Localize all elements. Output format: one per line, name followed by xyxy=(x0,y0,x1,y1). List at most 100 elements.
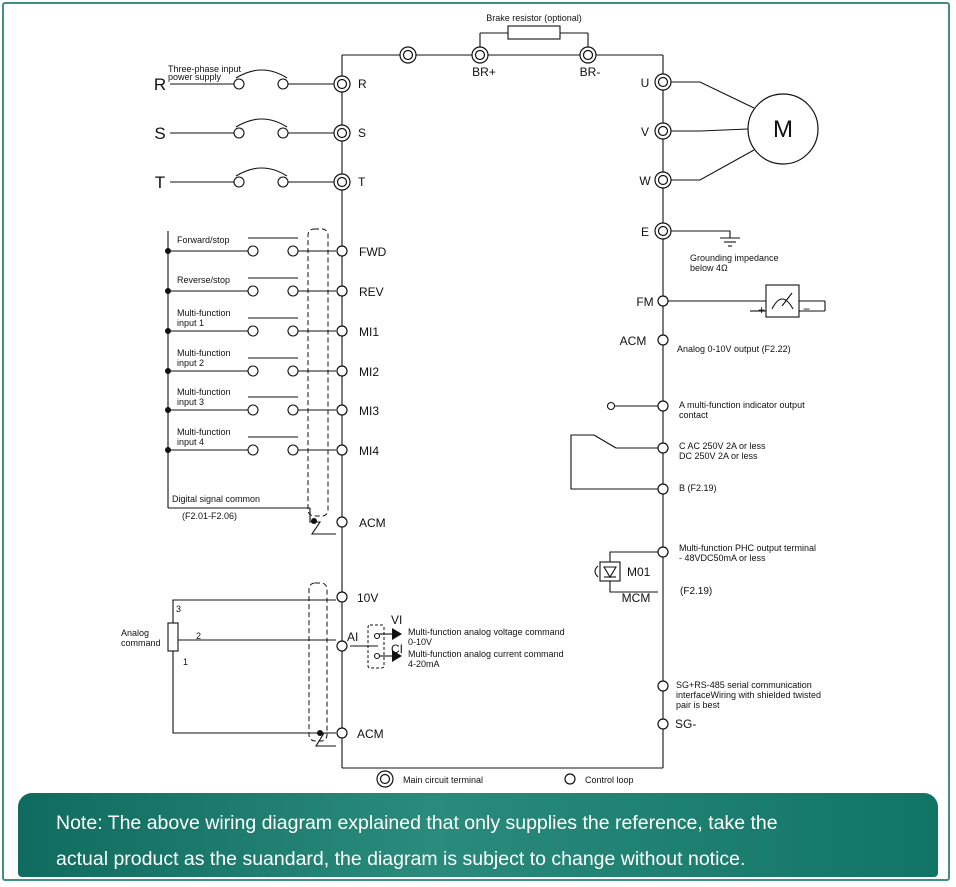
input-rev-label-line-1: Reverse/stop xyxy=(177,275,230,285)
terminal-br-plus xyxy=(471,46,489,64)
terminal-m01 xyxy=(657,546,669,558)
meter-symbol xyxy=(765,284,800,318)
brake-resistor-label: Brake resistor (optional) xyxy=(486,13,582,23)
terminal-u xyxy=(654,73,672,91)
terminal-relay-c xyxy=(657,442,669,454)
terminal-s-label: S xyxy=(358,126,366,140)
terminal-mi4 xyxy=(336,444,348,456)
legend-main-circuit-label: Main circuit terminal xyxy=(403,775,483,785)
terminal-fwd-label: FWD xyxy=(359,245,387,259)
input-mi3-label-line-2: input 3 xyxy=(177,397,204,407)
terminal-br-minus-label: BR- xyxy=(580,65,601,79)
meter-dial-arc xyxy=(771,298,794,310)
input-mi3-label-line-1: Multi-function xyxy=(177,387,231,397)
terminal-w-inner xyxy=(657,174,669,186)
analog-command-label-line-2: command xyxy=(121,638,161,648)
terminal-e-label: E xyxy=(641,225,649,239)
terminal-s xyxy=(333,124,351,142)
legend-control-loop-label: Control loop xyxy=(585,775,634,785)
terminal-acm-analog xyxy=(336,727,348,739)
motor-wire-w xyxy=(671,149,755,181)
terminal-t-inner xyxy=(336,176,348,188)
phase-s-breaker-contact-in xyxy=(233,127,245,139)
analog-common-node xyxy=(317,730,323,736)
terminal-br-minus xyxy=(579,46,597,64)
phc-photo-arc xyxy=(594,565,599,578)
terminal-relay-a xyxy=(657,400,669,412)
legend-main-circuit-symbol xyxy=(376,770,394,788)
phase-t-breaker-arc xyxy=(235,167,288,177)
main-terminal-dc-inner xyxy=(402,49,414,61)
relay-a-desc-line-2: contact xyxy=(679,410,709,420)
legend-control-loop-symbol xyxy=(564,773,576,785)
relay-a-desc-line-1: A multi-function indicator output xyxy=(679,400,805,410)
vi-ci-jumper-box xyxy=(367,624,385,669)
terminal-r-inner xyxy=(336,78,348,90)
terminal-br-plus-label: BR+ xyxy=(472,65,496,79)
terminal-acm-meter xyxy=(657,334,669,346)
terminal-fwd xyxy=(336,245,348,257)
meter-plus-label: + xyxy=(758,303,765,317)
terminal-mi1 xyxy=(336,325,348,337)
terminal-w xyxy=(654,171,672,189)
relay-c-desc-line-1: C AC 250V 2A or less xyxy=(679,441,766,451)
terminal-fm xyxy=(657,295,669,307)
input-mi2-contact-b xyxy=(287,365,299,377)
terminal-br-minus-inner xyxy=(582,49,594,61)
relay-blade xyxy=(593,434,617,449)
input-mi3-contact-b xyxy=(287,404,299,416)
input-rev-contact-b xyxy=(287,285,299,297)
main-terminal-dc xyxy=(399,46,417,64)
phase-r-breaker-arc xyxy=(235,69,288,79)
phc-wire-bottom xyxy=(609,581,658,593)
terminal-10v-label: 10V xyxy=(357,591,378,605)
terminal-w-label: W xyxy=(639,174,651,188)
phc-mcm-label: MCM xyxy=(622,591,651,605)
terminal-acm-meter-label: ACM xyxy=(620,334,647,348)
terminal-relay-b xyxy=(657,483,669,495)
phase-s-breaker-contact-out xyxy=(277,127,289,139)
phase-r-breaker-contact-in xyxy=(233,78,245,90)
jumper-vi-contact xyxy=(373,632,381,640)
input-mi4-contact-b xyxy=(287,444,299,456)
input-fwd-contact-b xyxy=(287,245,299,257)
terminal-10v xyxy=(336,591,348,603)
input-mi4-contact-a xyxy=(247,444,259,456)
terminal-mi3-label: MI3 xyxy=(359,404,379,418)
meter-minus-label: − xyxy=(803,302,810,316)
phase-r-line-label: R xyxy=(154,75,166,94)
terminal-fm-label: FM xyxy=(636,295,653,309)
input-mi2-label-line-1: Multi-function xyxy=(177,348,231,358)
pot-pin-1-label: 1 xyxy=(183,657,188,667)
digital-common-label: Digital signal common xyxy=(172,494,260,504)
meter-desc: Analog 0-10V output (F2.22) xyxy=(677,344,791,354)
vi-label: VI xyxy=(391,613,402,627)
ci-label: CI xyxy=(391,642,403,656)
phase-s-breaker-arc xyxy=(235,118,288,128)
input-mi2-label-line-2: input 2 xyxy=(177,358,204,368)
terminal-t-label: T xyxy=(358,175,366,189)
phc-desc-line-1: Multi-function PHC output terminal xyxy=(679,543,816,553)
terminal-t xyxy=(333,173,351,191)
analog-command-label-line-1: Analog xyxy=(121,628,149,638)
meter-needle xyxy=(781,292,793,307)
input-mi1-label-line-1: Multi-function xyxy=(177,308,231,318)
terminal-sg-minus-label: SG- xyxy=(675,717,696,731)
terminal-mi1-label: MI1 xyxy=(359,325,379,339)
terminal-mi3 xyxy=(336,404,348,416)
terminal-s-inner xyxy=(336,127,348,139)
ground-wire xyxy=(671,230,731,238)
terminal-rev-label: REV xyxy=(359,285,384,299)
input-mi1-contact-a xyxy=(247,325,259,337)
terminal-sg-minus xyxy=(657,718,669,730)
terminal-mi2 xyxy=(336,365,348,377)
terminal-mi4-label: MI4 xyxy=(359,444,379,458)
phase-r-breaker-contact-out xyxy=(277,78,289,90)
relay-c-desc-line-2: DC 250V 2A or less xyxy=(679,451,758,461)
phc-diode-symbol xyxy=(603,566,617,579)
terminal-acm-analog-label: ACM xyxy=(357,727,384,741)
terminal-v xyxy=(654,122,672,140)
input-mi1-contact-b xyxy=(287,325,299,337)
